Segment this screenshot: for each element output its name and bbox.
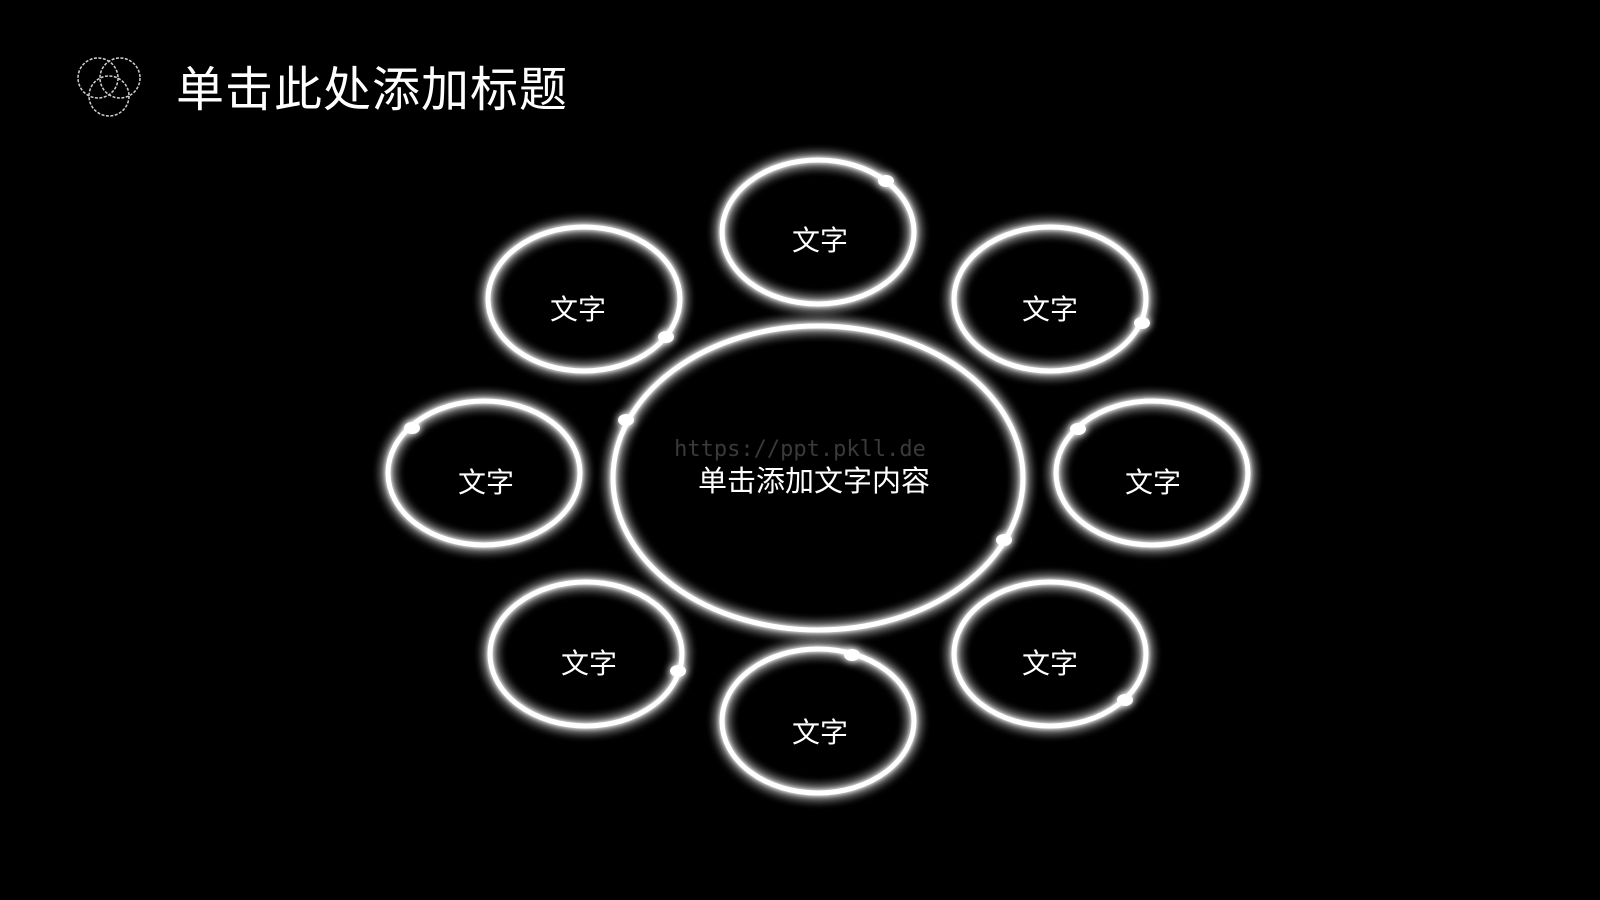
- node-ring-dot: [670, 665, 686, 677]
- node-label: 文字: [792, 716, 848, 749]
- node-ring-dot: [1134, 317, 1150, 329]
- node-bottom-left[interactable]: 文字: [487, 579, 686, 729]
- node-ring-dot: [658, 331, 674, 343]
- node-top[interactable]: 文字: [719, 157, 917, 307]
- center-ring-dot: [996, 534, 1012, 546]
- center-ring-dot: [618, 414, 634, 426]
- center-ring: [610, 323, 1026, 633]
- watermark: https://ppt.pkll.de: [674, 437, 926, 462]
- node-label: 文字: [561, 647, 617, 680]
- node-ring: [1053, 398, 1251, 548]
- node-label: 文字: [792, 224, 848, 257]
- node-ring: [385, 398, 583, 548]
- node-bottom-right[interactable]: 文字: [951, 579, 1149, 729]
- node-ring: [487, 579, 685, 729]
- node-label: 文字: [1125, 466, 1181, 499]
- node-ring: [719, 157, 917, 307]
- node-bottom[interactable]: 文字: [719, 646, 917, 796]
- node-label: 文字: [1022, 293, 1078, 326]
- node-label: 文字: [1022, 647, 1078, 680]
- node-ring-dot: [878, 175, 894, 187]
- node-ring-dot: [1070, 423, 1086, 435]
- node-top-right[interactable]: 文字: [951, 224, 1150, 374]
- center-node[interactable]: https://ppt.pkll.de 单击添加文字内容: [610, 323, 1026, 633]
- node-ring: [951, 579, 1149, 729]
- node-ring: [719, 646, 917, 796]
- node-top-left[interactable]: 文字: [485, 224, 683, 374]
- node-left[interactable]: 文字: [385, 398, 583, 548]
- node-ring-dot: [844, 649, 860, 661]
- node-label: 文字: [458, 466, 514, 499]
- node-ring: [485, 224, 683, 374]
- three-circle-venn-icon: [77, 57, 141, 117]
- slide-title[interactable]: 单击此处添加标题: [176, 62, 569, 118]
- node-label: 文字: [550, 293, 606, 326]
- node-ring: [951, 224, 1149, 374]
- center-label: 单击添加文字内容: [698, 464, 930, 498]
- node-ring-dot: [1117, 694, 1133, 706]
- node-ring-dot: [404, 422, 420, 434]
- node-right[interactable]: 文字: [1053, 398, 1251, 548]
